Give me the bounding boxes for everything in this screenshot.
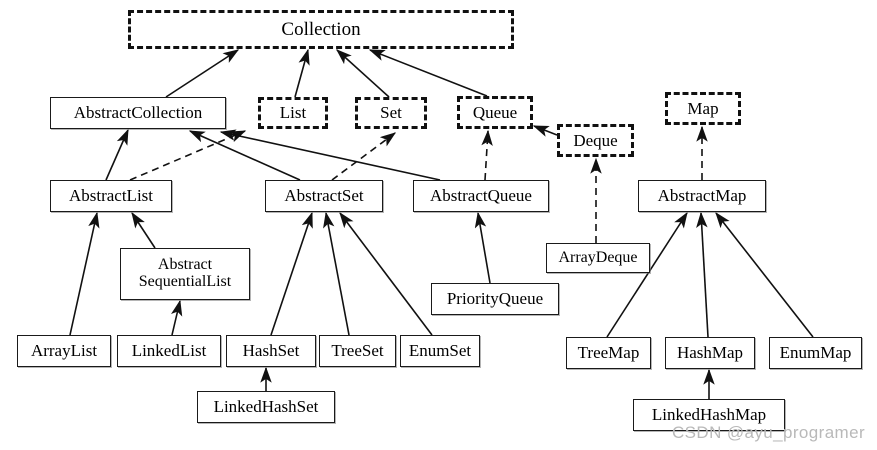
node-map[interactable]: Map <box>665 92 741 125</box>
edge-array-list-to-abstract-list <box>69 211 100 336</box>
edge-linked-list-to-abstract-sequential <box>171 299 183 336</box>
node-array-list[interactable]: ArrayList <box>17 335 111 367</box>
node-linked-hash-map[interactable]: LinkedHashMap <box>633 399 785 431</box>
edge-hash-map-to-abstract-map <box>696 211 709 338</box>
edge-abstract-list-to-list <box>129 130 247 181</box>
node-collection[interactable]: Collection <box>128 10 514 49</box>
edge-hash-set-to-abstract-set <box>270 211 313 336</box>
edge-abstract-queue-to-abstract-collection <box>219 129 441 181</box>
edge-queue-to-collection <box>368 49 488 97</box>
node-tree-set[interactable]: TreeSet <box>319 335 396 367</box>
edge-set-to-collection <box>336 49 390 98</box>
node-linked-list[interactable]: LinkedList <box>117 335 221 367</box>
node-enum-map[interactable]: EnumMap <box>769 337 862 369</box>
edge-abstract-collection-to-collection <box>165 49 240 98</box>
edge-abstract-list-to-abstract-collection <box>105 128 129 181</box>
edge-enum-set-to-abstract-set <box>339 211 433 336</box>
node-abstract-map[interactable]: AbstractMap <box>638 180 766 212</box>
edge-list-to-collection <box>294 48 310 98</box>
node-abstract-list[interactable]: AbstractList <box>50 180 172 212</box>
edge-abstract-queue-to-queue <box>481 129 493 181</box>
edge-deque-to-queue <box>532 125 558 137</box>
node-list[interactable]: List <box>258 97 328 129</box>
node-enum-set[interactable]: EnumSet <box>400 335 480 367</box>
edge-abstract-set-to-abstract-collection <box>188 130 301 181</box>
node-queue[interactable]: Queue <box>457 96 533 129</box>
node-abstract-queue[interactable]: AbstractQueue <box>413 180 549 212</box>
node-abstract-sequential[interactable]: Abstract SequentialList <box>120 248 250 300</box>
edge-enum-map-to-abstract-map <box>715 211 814 338</box>
edge-abstract-sequential-to-abstract-list <box>131 211 156 249</box>
node-abstract-set[interactable]: AbstractSet <box>265 180 383 212</box>
edge-priority-queue-to-abstract-queue <box>474 211 491 284</box>
node-array-deque[interactable]: ArrayDeque <box>546 243 650 273</box>
node-tree-map[interactable]: TreeMap <box>566 337 651 369</box>
node-hash-set[interactable]: HashSet <box>226 335 316 367</box>
node-abstract-collection[interactable]: AbstractCollection <box>50 97 226 129</box>
node-set[interactable]: Set <box>355 97 427 129</box>
edge-tree-map-to-abstract-map <box>606 211 688 338</box>
node-hash-map[interactable]: HashMap <box>665 337 755 369</box>
edge-abstract-set-to-set <box>331 132 397 181</box>
node-deque[interactable]: Deque <box>557 124 634 157</box>
node-priority-queue[interactable]: PriorityQueue <box>431 283 559 315</box>
node-linked-hash-set[interactable]: LinkedHashSet <box>197 391 335 423</box>
csdn-watermark: CSDN @ayu_programer <box>672 423 866 442</box>
edge-tree-set-to-abstract-set <box>323 211 350 336</box>
